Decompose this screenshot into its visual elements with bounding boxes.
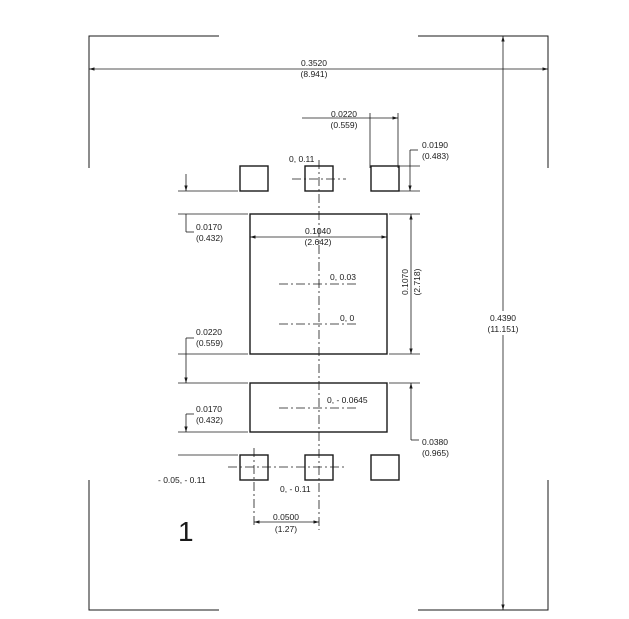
body-outline — [249, 213, 388, 355]
gap-lower-bottom-mm: (0.432) — [196, 415, 223, 425]
gap-top-to-body-dimension: 0.0170 (0.432) — [178, 213, 248, 243]
coord-top-center: 0, 0.11 — [289, 154, 315, 164]
overall-height-dimension: 0.4390 (11.151) — [482, 36, 524, 610]
small-pad-height-mm: (0.483) — [422, 151, 449, 161]
overall-width-inch: 0.3520 — [301, 58, 327, 68]
top-pitch-inch: 0.0220 — [331, 109, 357, 119]
overall-height-inch: 0.4390 — [490, 313, 516, 323]
gap-top-body-mm: (0.432) — [196, 233, 223, 243]
top-pad-pitch-dimension: 0.0220 (0.559) — [302, 109, 399, 168]
outline-corner-brackets — [88, 35, 549, 611]
top-pitch-mm: (0.559) — [331, 120, 358, 130]
gap-lower-bottom-inch: 0.0170 — [196, 404, 222, 414]
body-width-inch: 0.1040 — [305, 226, 331, 236]
small-pad-height-dimension: 0.0190 (0.483) — [399, 140, 449, 192]
lower-wide-pad: 0, - 0.0645 — [249, 382, 388, 433]
bottom-pitch-dimension: 0.0500 (1.27) — [254, 512, 319, 534]
coord-bottom-center: 0, - 0.11 — [280, 484, 311, 494]
coord-lower-pad: 0, - 0.0645 — [327, 395, 368, 405]
gap-top-body-inch: 0.0170 — [196, 222, 222, 232]
bottom-pitch-mm: (1.27) — [275, 524, 297, 534]
overall-width-mm: (8.941) — [301, 69, 328, 79]
lower-pad-height-mm: (0.965) — [422, 448, 449, 458]
bottom-pitch-inch: 0.0500 — [273, 512, 299, 522]
top-pad-right — [370, 165, 400, 192]
main-body-pad: 0.1040 (2.642) 0, 0.03 0, 0 — [249, 213, 388, 355]
lower-pad-height-inch: 0.0380 — [422, 437, 448, 447]
top-pad-left — [239, 165, 269, 192]
overall-width-dimension: 0.3520 (8.941) — [89, 58, 548, 79]
body-height-inch: 0.1070 — [400, 269, 410, 295]
top-left-extension — [178, 174, 238, 192]
small-pad-height-inch: 0.0190 — [422, 140, 448, 150]
overall-height-mm: (11.151) — [487, 324, 518, 334]
gap-body-lower-mm: (0.559) — [196, 338, 223, 348]
pin-one-label: 1 — [178, 516, 194, 547]
coord-bottom-left: - 0.05, - 0.11 — [158, 475, 206, 485]
body-height-mm: (2.718) — [412, 268, 422, 295]
coord-origin: 0, 0 — [340, 313, 354, 323]
bottom-pad-right — [370, 454, 400, 481]
coord-body-upper: 0, 0.03 — [330, 272, 356, 282]
body-height-dimension: 0.1070 (2.718) — [389, 213, 422, 355]
lower-pad-outline — [249, 382, 388, 433]
gap-lower-to-bottom-dimension: 0.0170 (0.432) — [178, 404, 248, 456]
top-pad-row: 0, 0.11 — [239, 154, 400, 192]
lower-pad-height-dimension: 0.0380 (0.965) — [389, 382, 449, 458]
gap-body-lower-inch: 0.0220 — [196, 327, 222, 337]
body-width-mm: (2.642) — [305, 237, 332, 247]
gap-body-to-lower-dimension: 0.0220 (0.559) — [178, 327, 248, 384]
